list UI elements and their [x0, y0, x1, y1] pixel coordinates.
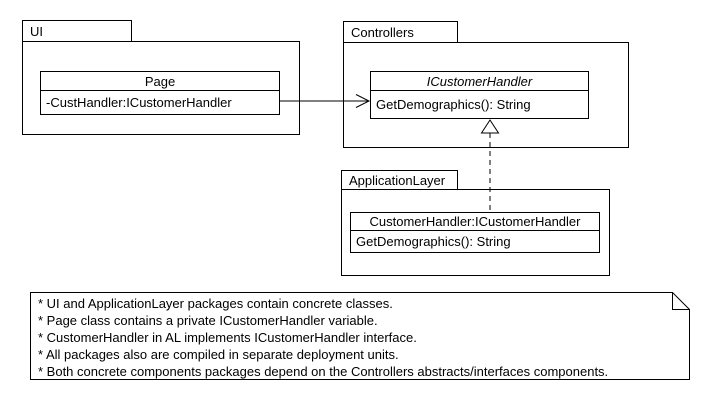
class-attribute-custhandler: -CustHandler:ICustomerHandler: [46, 95, 232, 110]
class-title-page: Page: [41, 72, 279, 91]
note-line: * Both concrete components packages depe…: [38, 363, 609, 379]
note: * UI and ApplicationLayer packages conta…: [38, 296, 678, 381]
note-line: * CustomerHandler in AL implements ICust…: [38, 329, 417, 345]
interface-method-getdemographics: GetDemographics(): String: [376, 97, 531, 112]
class-box-page: Page -CustHandler:ICustomerHandler: [40, 71, 280, 115]
class-title-customerhandler: CustomerHandler:ICustomerHandler: [351, 213, 599, 231]
note-line: * UI and ApplicationLayer packages conta…: [38, 296, 393, 311]
package-label-applicationlayer: ApplicationLayer: [349, 172, 446, 188]
interface-title-icustomerhandler: ICustomerHandler: [371, 72, 588, 91]
interface-box-icustomerhandler: ICustomerHandler GetDemographics(): Stri…: [370, 71, 589, 119]
package-label-controllers: Controllers: [351, 24, 414, 40]
package-tab-controllers: Controllers: [343, 21, 458, 42]
class-method-getdemographics: GetDemographics(): String: [356, 234, 511, 249]
package-tab-ui: UI: [22, 20, 132, 41]
note-line: * All packages also are compiled in sepa…: [38, 346, 399, 362]
note-line: * Page class contains a private ICustome…: [38, 312, 378, 328]
class-box-customerhandler: CustomerHandler:ICustomerHandler GetDemo…: [350, 212, 600, 253]
package-tab-applicationlayer: ApplicationLayer: [341, 170, 458, 189]
package-label-ui: UI: [30, 23, 43, 39]
